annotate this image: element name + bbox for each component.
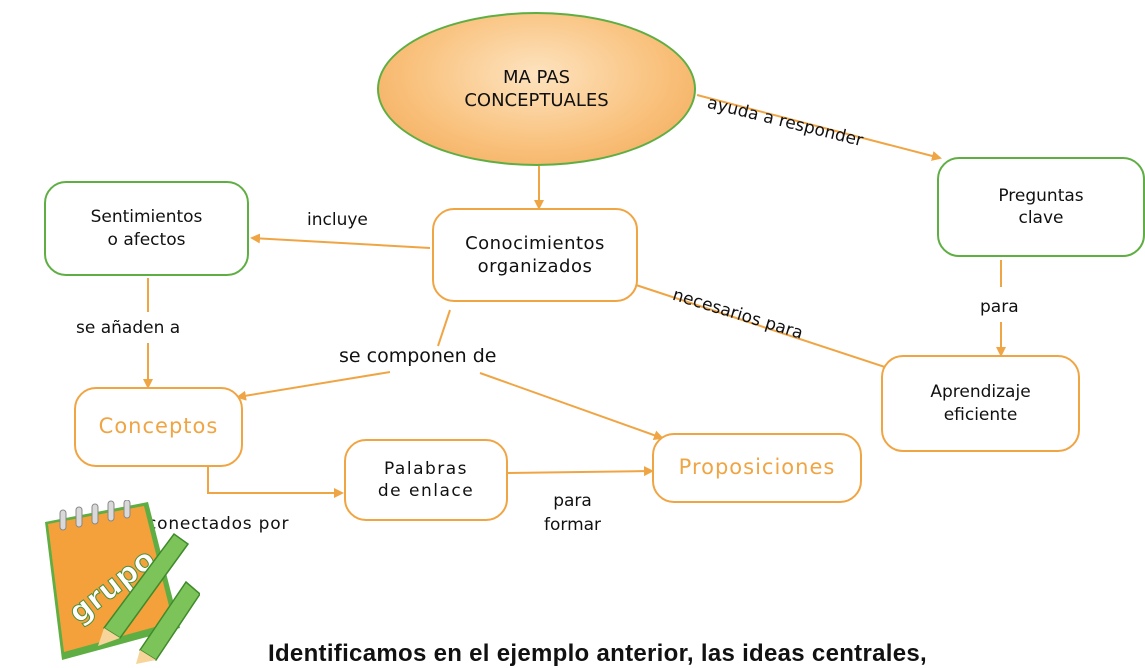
arrow-to-conceptos <box>236 371 391 401</box>
node-aprendizaje: Aprendizaje eficiente <box>881 355 1080 452</box>
node-conocimientos: Conocimientos organizados <box>432 208 638 302</box>
main-concept-node: MA PAS CONCEPTUALES <box>377 12 696 166</box>
label-conectados-por: conectados por <box>147 514 290 534</box>
node-proposiciones: Proposiciones <box>652 433 862 503</box>
line-conocimientos-down <box>437 309 451 347</box>
arrow-to-proposiciones <box>479 372 664 441</box>
arrow-conceptos-to-palabras <box>207 467 344 498</box>
label-para: para <box>980 297 1019 317</box>
arrow-palabras-to-proposiciones <box>506 466 654 477</box>
node-conceptos: Conceptos <box>74 387 243 467</box>
label-se-anaden-a: se añaden a <box>76 318 181 338</box>
arrow-main-to-preguntas <box>696 94 942 161</box>
arrow-conocimientos-to-sentimientos <box>250 233 431 249</box>
node-palabras: Palabras de enlace <box>344 439 508 521</box>
notebook-pencil-icon: grupo <box>45 500 200 664</box>
node-sentimientos: Sentimientos o afectos <box>44 181 249 276</box>
arrow-conocimientos-to-aprendizaje <box>635 284 902 375</box>
footer-instruction: Identificamos en el ejemplo anterior, la… <box>268 640 927 667</box>
label-incluye: incluye <box>307 210 368 230</box>
label-se-componen-de: se componen de <box>339 345 497 367</box>
node-preguntas: Preguntas clave <box>937 157 1145 257</box>
label-para-formar: para formar <box>544 491 602 535</box>
